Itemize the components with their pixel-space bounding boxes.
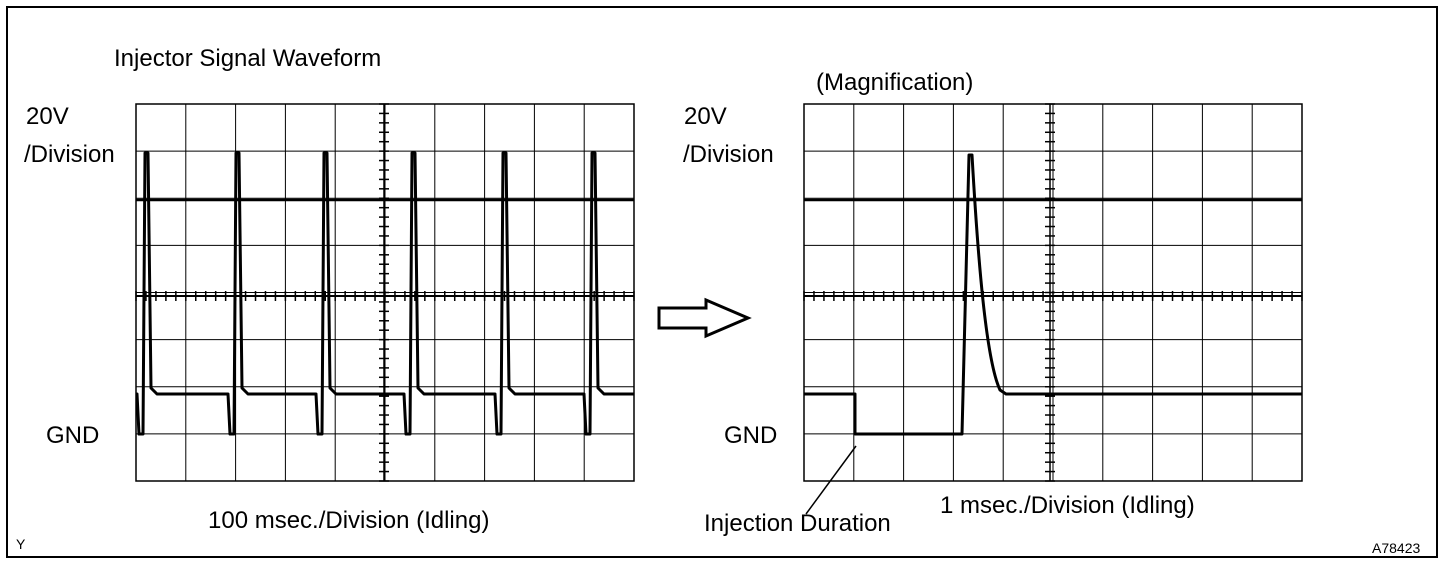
right-time-scale: 1 msec./Division (Idling): [940, 492, 1195, 519]
figure-frame: [6, 6, 1438, 558]
corner-mark: Y: [16, 536, 26, 552]
left-voltage-scale-value: 20V: [26, 103, 69, 130]
magnify-arrow-icon: [657, 297, 752, 339]
left-injector-waveform: [135, 151, 634, 436]
injection-duration-leader-line: [805, 445, 857, 515]
figure-title: Injector Signal Waveform: [114, 45, 382, 72]
left-axis-ticks: [135, 103, 635, 482]
right-axis-ticks: [803, 103, 1303, 482]
left-voltage-scale-unit: /Division: [24, 141, 115, 168]
right-voltage-scale-value: 20V: [684, 103, 727, 130]
right-voltage-scale-unit: /Division: [683, 141, 774, 168]
figure-code: A78423: [1372, 540, 1421, 556]
right-injector-waveform: [804, 153, 1302, 436]
magnification-heading: (Magnification): [816, 69, 974, 96]
right-ground-label: GND: [724, 422, 778, 449]
injection-duration-callout: Injection Duration: [704, 510, 891, 537]
left-time-scale: 100 msec./Division (Idling): [208, 507, 490, 534]
left-ground-label: GND: [46, 422, 100, 449]
